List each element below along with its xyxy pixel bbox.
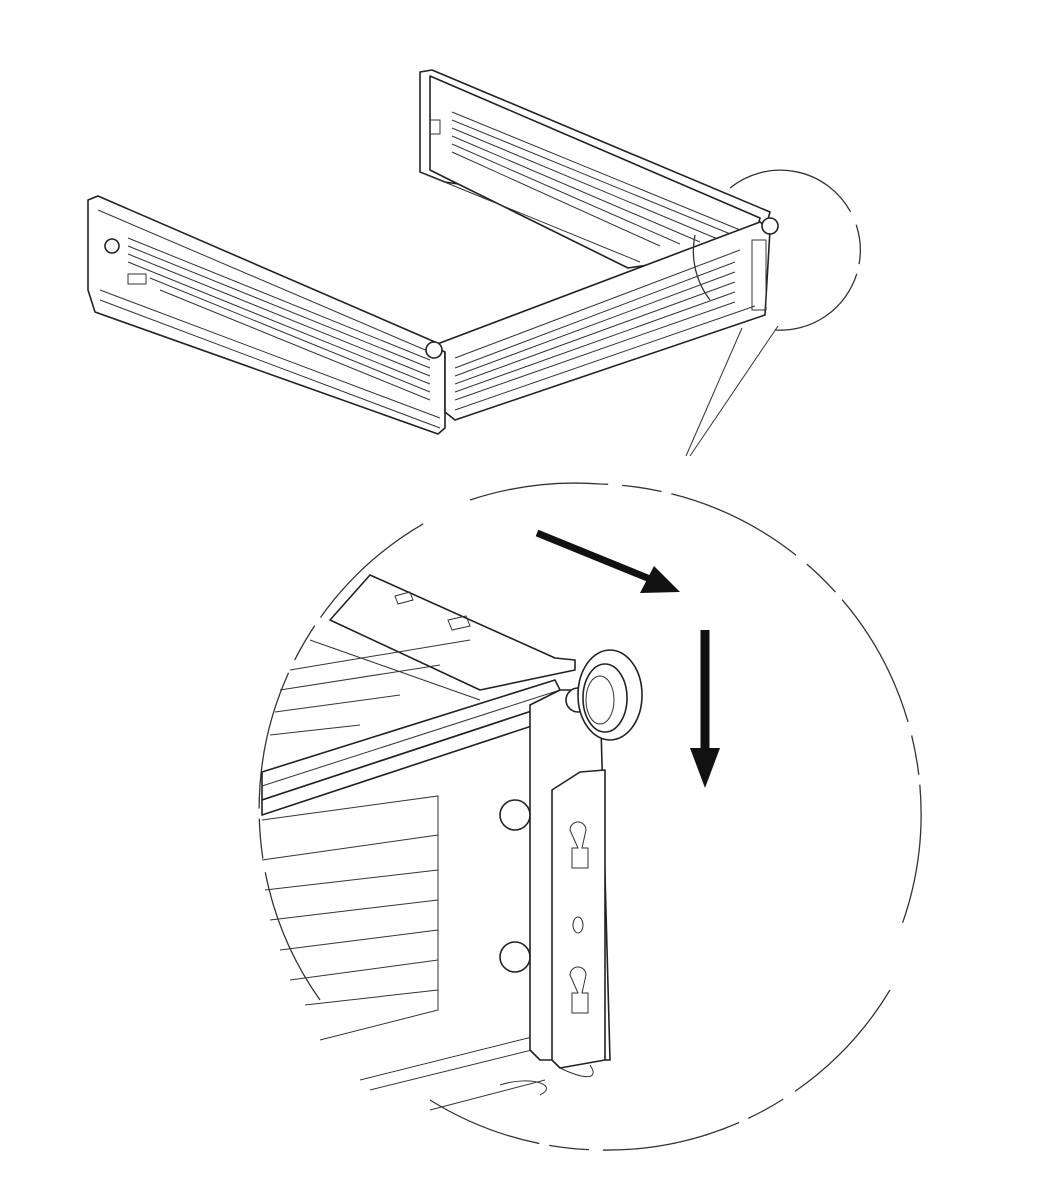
front-rail [261,679,566,816]
arrow-down-icon [690,630,720,788]
arrow-down-right-icon [535,529,680,593]
detail-circle-large [258,482,922,1151]
panel-slats [261,639,546,1111]
detail-circle-small [692,169,861,331]
front-panel [425,217,779,421]
connector-cap [577,649,643,741]
enlarged-detail [258,482,922,1151]
drawer-overview [87,69,861,457]
right-side-panel [419,69,771,269]
left-side-panel [87,195,446,435]
top-rail [309,574,576,701]
fixing-bracket [499,769,606,1096]
callout-lines [685,325,779,457]
